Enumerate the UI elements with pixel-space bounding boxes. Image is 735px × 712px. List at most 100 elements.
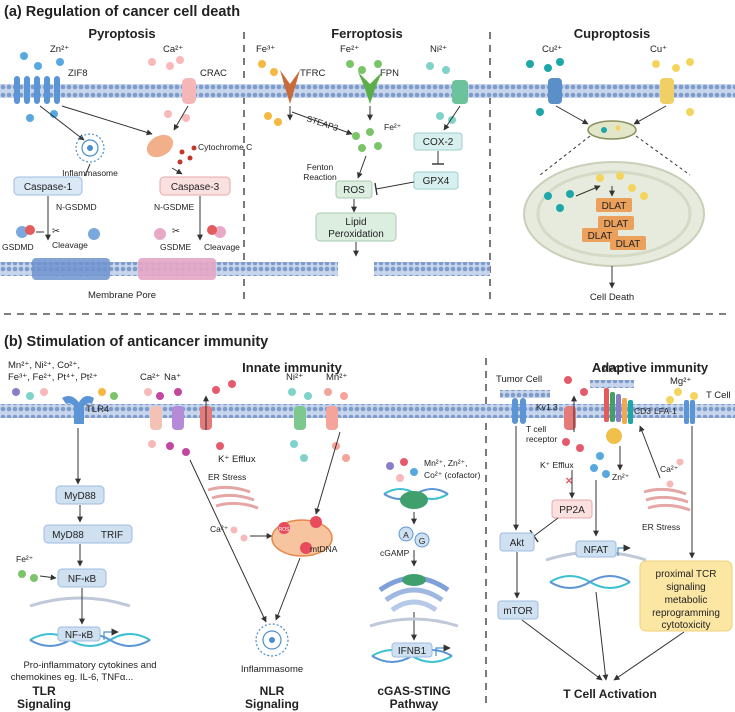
zoom-line bbox=[539, 135, 591, 176]
cgamp-a-label: A bbox=[403, 530, 409, 540]
zn-transporter-icon bbox=[606, 428, 622, 444]
arrow bbox=[639, 425, 661, 479]
arrow bbox=[84, 163, 91, 177]
ni-ion bbox=[426, 62, 434, 70]
mtor-label: mTOR bbox=[503, 606, 532, 617]
cu2-ion bbox=[526, 60, 534, 68]
zn-label: Zn²⁺ bbox=[612, 472, 630, 482]
cgas-ions-label-1: Mn²⁺, Zn²⁺, bbox=[424, 458, 467, 468]
cu2-ion bbox=[566, 190, 574, 198]
ros-label: ROS bbox=[343, 185, 365, 196]
er-stress-label: ER Stress bbox=[208, 472, 246, 482]
fe2-ion bbox=[30, 574, 38, 582]
fe2-ion bbox=[374, 60, 382, 68]
crac-channel-icon bbox=[182, 78, 196, 104]
fenton-label-1: Fenton bbox=[307, 162, 334, 172]
ni-ion bbox=[442, 66, 450, 74]
tlr-signaling-title-2: Signaling bbox=[17, 697, 71, 711]
inhibit-line bbox=[375, 181, 415, 190]
outcome-line-2: signaling bbox=[666, 582, 705, 593]
dlat-box bbox=[596, 198, 632, 212]
fe3-ion bbox=[274, 118, 282, 126]
cu2-ion bbox=[556, 204, 564, 212]
kv13-channel-icon bbox=[564, 406, 576, 430]
ca-channel-icon bbox=[150, 406, 162, 430]
dlat-label: DLAT bbox=[616, 239, 641, 250]
tlr4-label: TLR4 bbox=[86, 404, 109, 415]
lfa1-label: LFA-1 bbox=[654, 406, 677, 416]
cgas-dna-complex-icon bbox=[383, 488, 449, 509]
fe3-ion bbox=[270, 68, 278, 76]
ca-ion bbox=[666, 480, 674, 488]
outcome-line-5: cytotoxicity bbox=[662, 620, 711, 631]
ros-box bbox=[335, 180, 373, 199]
metal-ion bbox=[12, 388, 20, 396]
arrow bbox=[39, 574, 57, 581]
nuclear-membrane-icon bbox=[369, 617, 459, 628]
ferroptosis-title: Ferroptosis bbox=[331, 26, 403, 41]
n-gsdmd-fragment-icon bbox=[88, 228, 100, 240]
cu1-ion bbox=[596, 174, 604, 182]
metal-ion bbox=[98, 388, 106, 396]
mhc-tcr-cd3-complex-icon bbox=[604, 388, 633, 424]
adaptive-panel: Adaptive immunity Tumor Cell APC Mg²⁺ T … bbox=[496, 360, 733, 701]
outcome-line-1: proximal TCR bbox=[656, 569, 717, 580]
k-ion bbox=[562, 438, 570, 446]
ni-ion bbox=[304, 392, 312, 400]
gsdme-icon bbox=[207, 225, 226, 238]
na-ion bbox=[156, 392, 164, 400]
tcr-label-2: receptor bbox=[526, 434, 557, 444]
cgamp-a-icon bbox=[398, 526, 414, 542]
cytochrome-c-label: Cytochrome C bbox=[198, 142, 252, 152]
cox2-box bbox=[413, 132, 463, 151]
ni-label: Ni²⁺ bbox=[430, 44, 447, 55]
cgamp-label: cGAMP bbox=[380, 548, 410, 558]
mg-ion bbox=[690, 392, 698, 400]
k-ion bbox=[228, 380, 236, 388]
cgas-sting-title-2: Pathway bbox=[390, 697, 439, 711]
ros-burst-label: ROS bbox=[279, 527, 291, 533]
arrow bbox=[443, 105, 461, 131]
nlr-ca2-label: Ca²⁺ bbox=[210, 524, 229, 534]
innate-title: Innate immunity bbox=[242, 360, 342, 375]
mtor-box bbox=[497, 600, 539, 620]
tlr-ions-label-2: Fe³⁺, Fe²⁺, Pt⁴⁺, Pt²⁺ bbox=[8, 372, 98, 383]
cu1-ion bbox=[640, 192, 648, 200]
tcr-label-1: T cell bbox=[526, 424, 546, 434]
metal-ion bbox=[410, 468, 418, 476]
metal-ion bbox=[110, 392, 118, 400]
na-ion bbox=[166, 442, 174, 450]
nlr-signaling-title-1: NLR bbox=[260, 684, 285, 698]
fe3-label: Fe³⁺ bbox=[256, 44, 275, 55]
damaged-mitochondrion-icon bbox=[271, 516, 333, 557]
cu1-label: Cu⁺ bbox=[650, 44, 667, 55]
caspase-1-label: Caspase-1 bbox=[24, 182, 73, 193]
nlr-mn-label: Mn²⁺ bbox=[326, 372, 347, 383]
ca-ion bbox=[230, 526, 238, 534]
akt-label: Akt bbox=[510, 538, 525, 549]
k-ion bbox=[580, 388, 588, 396]
sting-er-icon bbox=[378, 574, 450, 613]
arrow bbox=[39, 105, 85, 141]
cgas-sting-title-1: cGAS-STING bbox=[377, 684, 450, 698]
gpx4-label: GPX4 bbox=[423, 176, 450, 187]
tfrc-label: TFRC bbox=[300, 68, 325, 79]
ni-ion bbox=[290, 440, 298, 448]
mg-ion bbox=[666, 396, 674, 404]
tcr-outcome-box bbox=[639, 560, 733, 632]
metal-ion bbox=[396, 474, 404, 482]
arrow bbox=[595, 591, 609, 681]
lfa1-receptor-icon bbox=[684, 400, 695, 424]
myd88-label: MyD88 bbox=[64, 491, 96, 502]
ni-ion bbox=[288, 388, 296, 396]
nlr-ni-label: Ni²⁺ bbox=[286, 372, 303, 383]
caspase-3-box bbox=[159, 176, 231, 196]
lipid-peroxidation-box bbox=[315, 212, 397, 242]
inhibit-bar bbox=[374, 182, 378, 196]
arrow bbox=[521, 619, 603, 681]
mitochondrion-large-icon bbox=[523, 161, 705, 267]
nfkb-label: NF-κB bbox=[68, 574, 97, 585]
t-cell-label: T Cell bbox=[706, 390, 731, 401]
cuproptosis-panel: Cuproptosis Cu²⁺ Cu⁺ bbox=[523, 26, 705, 303]
mg-label: Mg²⁺ bbox=[670, 376, 691, 387]
